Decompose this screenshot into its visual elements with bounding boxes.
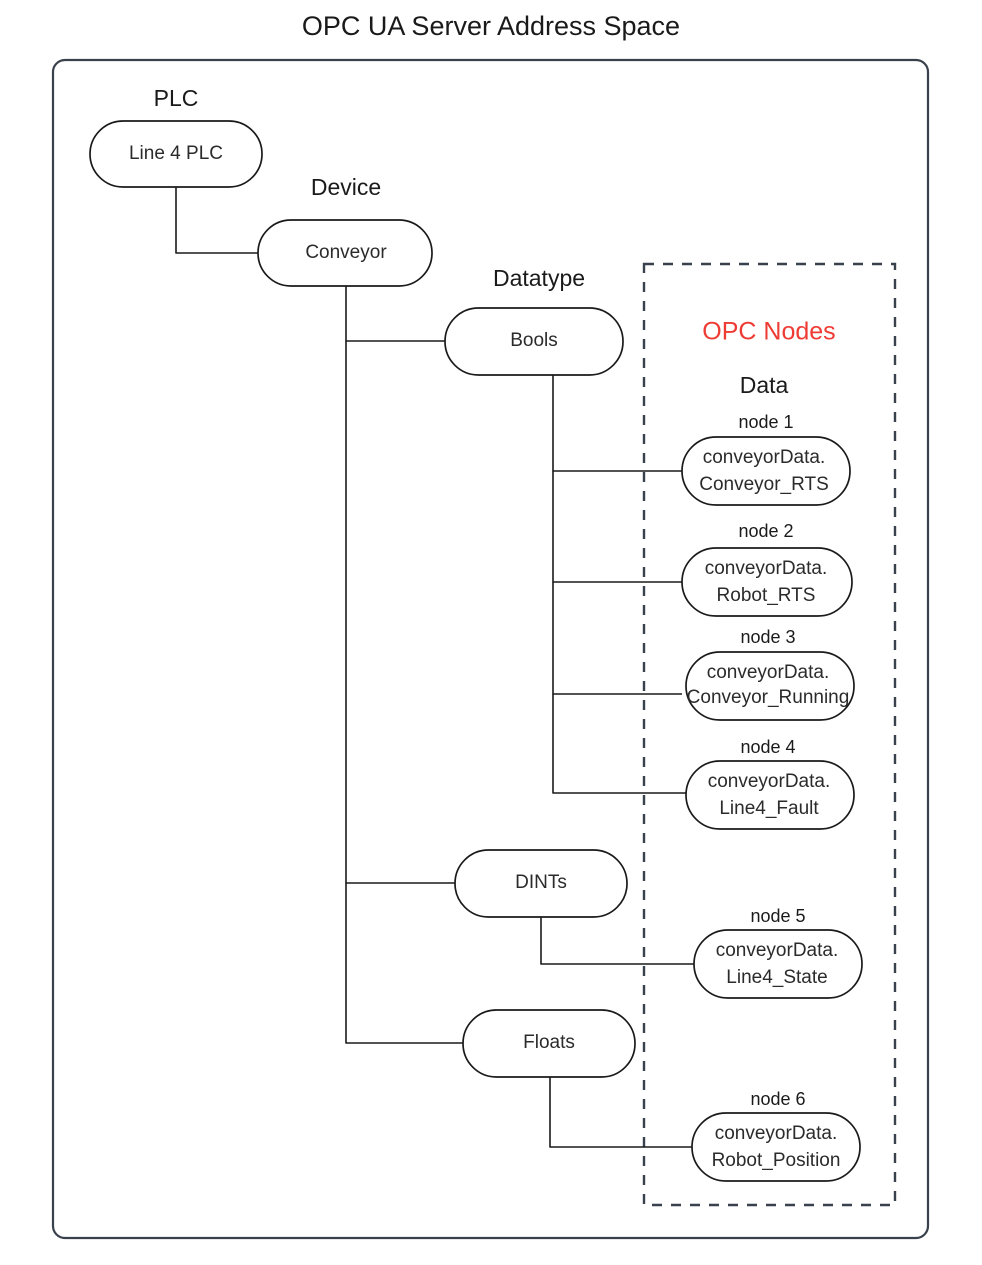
opc-node-4-line2: Line4_Fault [719, 798, 819, 819]
opc-node-1-line2: Conveyor_RTS [699, 474, 829, 495]
opc-node-1-shape [681, 436, 851, 506]
node-floats[interactable]: Floats [462, 1009, 636, 1078]
node-line-4-plc-label: Line 4 PLC [129, 143, 223, 164]
opc-node-1-caption: node 1 [738, 412, 793, 432]
group-label-plc: PLC [154, 85, 199, 111]
opc-node-2-caption: node 2 [738, 521, 793, 541]
group-label-datatype: Datatype [493, 265, 585, 291]
opc-node-4-caption: node 4 [740, 737, 795, 757]
node-bools-shape [444, 307, 624, 376]
opc-node-5-shape [693, 929, 863, 999]
opc-node-4-line1: conveyorData. [708, 771, 831, 792]
connector-device-to-floats [345, 883, 463, 1044]
page-title: OPC UA Server Address Space [302, 11, 680, 41]
opc-node-2-line1: conveyorData. [705, 558, 828, 579]
node-conveyor-label: Conveyor [305, 242, 387, 263]
opc-node-2-line2: Robot_RTS [717, 585, 816, 606]
connector-dints-to-node5 [540, 917, 694, 965]
opc-node-2[interactable]: node 2 conveyorData. Robot_RTS [681, 521, 853, 617]
opc-node-1[interactable]: node 1 conveyorData. Conveyor_RTS [681, 412, 851, 506]
node-conveyor[interactable]: Conveyor [257, 219, 433, 287]
node-dints-label: DINTs [515, 872, 567, 893]
opc-node-6-caption: node 6 [750, 1089, 805, 1109]
node-line-4-plc[interactable]: Line 4 PLC [89, 120, 263, 188]
opc-nodes-heading: OPC Nodes [702, 318, 835, 346]
opc-node-4-shape [685, 760, 855, 830]
connector-floats-to-node6 [549, 1077, 692, 1148]
opc-nodes-panel [642, 262, 897, 1207]
opc-node-4[interactable]: node 4 conveyorData. Line4_Fault [685, 737, 855, 830]
opc-node-6[interactable]: node 6 conveyorData. Robot_Position [691, 1089, 861, 1182]
node-bools-label: Bools [510, 330, 558, 351]
group-label-device: Device [311, 174, 381, 200]
node-dints-shape [454, 849, 628, 918]
node-conveyor-shape [257, 219, 433, 287]
opc-node-5[interactable]: node 5 conveyorData. Line4_State [693, 906, 863, 999]
opc-nodes-subheading: Data [740, 372, 789, 398]
opc-node-1-line1: conveyorData. [703, 447, 826, 468]
opc-node-5-line2: Line4_State [726, 967, 827, 988]
opc-node-5-caption: node 5 [750, 906, 805, 926]
opc-node-3-caption: node 3 [740, 627, 795, 647]
opc-node-6-shape [691, 1112, 861, 1182]
opc-node-3-shape [685, 651, 855, 721]
node-floats-label: Floats [523, 1032, 575, 1053]
node-line-4-plc-shape [89, 120, 263, 188]
opc-node-6-line2: Robot_Position [712, 1150, 841, 1171]
opc-node-2-shape [681, 547, 853, 617]
opc-node-3-line1: conveyorData. [707, 662, 830, 683]
opc-node-5-line1: conveyorData. [716, 940, 839, 961]
connector-plc-to-device [175, 186, 258, 254]
node-dints[interactable]: DINTs [454, 849, 628, 918]
opc-node-3[interactable]: node 3 conveyorData. Conveyor_Running [685, 627, 855, 721]
connector-bools-to-node4 [552, 694, 686, 794]
opc-node-6-line1: conveyorData. [715, 1123, 838, 1144]
node-floats-shape [462, 1009, 636, 1078]
opc-node-3-line2: Conveyor_Running [687, 687, 850, 708]
node-bools[interactable]: Bools [444, 307, 624, 376]
